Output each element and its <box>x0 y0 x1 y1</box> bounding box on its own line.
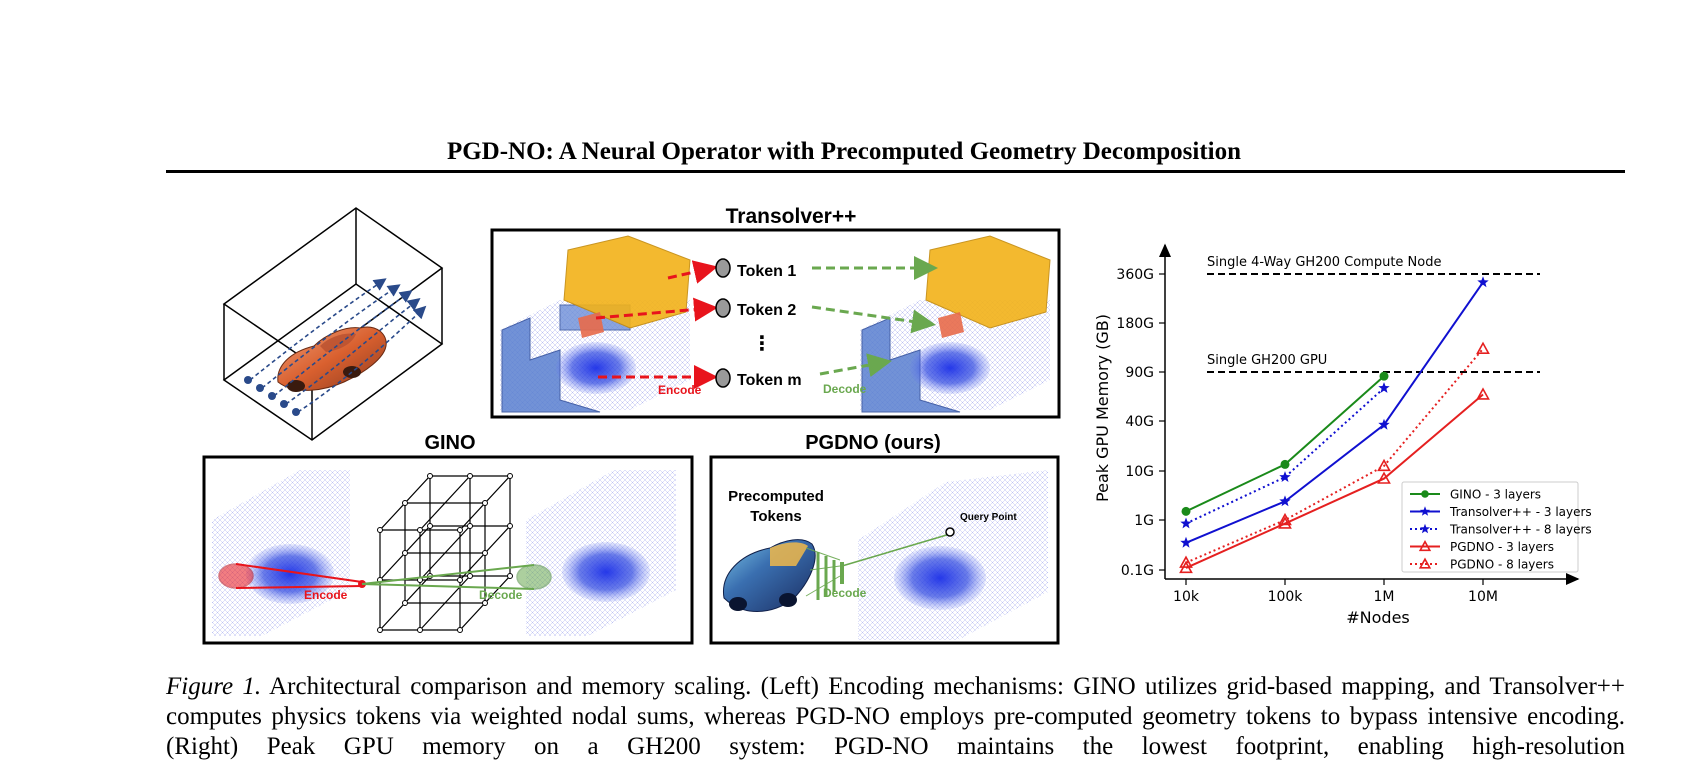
pgdno-panel: PGDNO (ours) Precomputed Tokens Query Po… <box>709 432 1060 645</box>
legend-label: PGDNO - 8 layers <box>1450 558 1554 572</box>
data-point <box>1180 536 1192 548</box>
data-point <box>1420 506 1430 516</box>
y-tick-label: 360G <box>1116 267 1154 283</box>
precomputed-label-line2: Tokens <box>750 508 801 525</box>
y-ticks: 0.1G 1G 10G 40G 90G 180G 360G <box>1116 267 1165 579</box>
series-line <box>1180 382 1390 529</box>
pgdno-output-mesh <box>858 470 1048 640</box>
series-path <box>1185 387 1385 525</box>
data-point <box>1279 471 1291 482</box>
y-tick-label: 1G <box>1134 513 1154 529</box>
data-point <box>1279 495 1291 507</box>
data-point <box>1278 516 1292 529</box>
token-2-marker <box>715 298 731 318</box>
transolver-encode-label: Encode <box>658 383 702 397</box>
query-point-marker <box>945 527 955 537</box>
data-point <box>1179 555 1193 568</box>
y-axis-label: Peak GPU Memory (GB) <box>1093 314 1112 502</box>
gino-input-mesh <box>212 470 350 636</box>
series-path <box>1185 393 1484 569</box>
token-2-label: Token 2 <box>737 302 796 319</box>
legend-label: GINO - 3 layers <box>1450 488 1541 502</box>
y-tick-label: 180G <box>1116 316 1154 332</box>
data-point <box>1476 341 1490 354</box>
gino-encode-label: Encode <box>304 588 348 602</box>
x-ticks: 10k 100k 1M 10M <box>1173 579 1498 605</box>
token-1-label: Token 1 <box>737 263 796 280</box>
caption-text: Architectural comparison and memory scal… <box>166 673 1625 760</box>
caption-label: Figure 1. <box>166 673 262 700</box>
token-m-label: Token m <box>737 372 802 389</box>
transolver-decode-label: Decode <box>823 382 867 396</box>
y-tick-label: 0.1G <box>1121 563 1154 579</box>
running-title: PGD-NO: A Neural Operator with Precomput… <box>446 138 1242 165</box>
memory-scaling-chart: 10k 100k 1M 10M 0.1G 1G 10G 40G 90G 180G 360G Sin… <box>1093 243 1592 627</box>
transolver-title: Transolver++ <box>726 205 857 228</box>
token-m-marker <box>715 368 731 388</box>
precomputed-label-line1: Precomputed <box>728 488 824 505</box>
pgdno-car-tokens <box>723 539 816 612</box>
token-list: Token 1 Token 2 ⋮ Token m <box>715 258 802 389</box>
gino-title: GINO <box>424 432 475 454</box>
data-point <box>1280 459 1290 469</box>
data-point <box>1421 490 1429 498</box>
gino-decode-label: Decode <box>479 588 523 602</box>
pgdno-decode-label: Decode <box>823 586 867 600</box>
data-point <box>1377 471 1391 484</box>
token-ellipsis: ⋮ <box>752 333 772 355</box>
data-point <box>1180 517 1192 529</box>
transolver-input-mesh <box>500 235 691 413</box>
x-tick-label: 10M <box>1468 589 1498 605</box>
figure-caption: Figure 1. Architectural comparison and m… <box>166 672 1625 762</box>
data-point <box>1418 540 1432 552</box>
y-tick-label: 10G <box>1125 464 1154 480</box>
streamlines <box>249 278 427 413</box>
data-point <box>1181 506 1191 516</box>
transolver-panel: Transolver++ <box>490 205 1061 419</box>
reference-line-label: Single 4-Way GH200 Compute Node <box>1207 255 1441 270</box>
header-rule <box>166 170 1625 173</box>
pgdno-title: PGDNO (ours) <box>805 432 941 454</box>
series-group <box>1179 276 1490 574</box>
x-tick-label: 10k <box>1173 589 1200 605</box>
gino-output-mesh <box>526 470 676 636</box>
transolver-output-mesh <box>860 235 1051 413</box>
data-point <box>1278 512 1292 526</box>
x-tick-label: 1M <box>1374 589 1395 605</box>
series-line <box>1180 276 1489 548</box>
series-path <box>1185 281 1484 544</box>
series-line <box>1181 371 1389 516</box>
legend-label: Transolver++ - 3 layers <box>1449 505 1592 519</box>
series-line <box>1179 341 1490 568</box>
y-tick-label: 40G <box>1125 414 1154 430</box>
reference-line-label: Single GH200 GPU <box>1207 353 1327 368</box>
wind-tunnel-illustration <box>222 207 444 441</box>
car-model <box>277 326 387 392</box>
data-point <box>1476 387 1490 400</box>
data-point <box>1378 418 1390 430</box>
token-1-marker <box>715 258 731 278</box>
data-point <box>1379 371 1389 381</box>
x-axis-label: #Nodes <box>1346 608 1410 627</box>
data-point <box>1420 523 1430 534</box>
query-point-label: Query Point <box>960 512 1017 523</box>
x-tick-label: 100k <box>1268 589 1304 605</box>
data-point <box>1418 557 1432 569</box>
data-point <box>1477 276 1489 288</box>
y-tick-label: 90G <box>1125 365 1154 381</box>
data-point <box>1377 458 1391 472</box>
legend-label: Transolver++ - 8 layers <box>1449 523 1592 537</box>
legend-label: PGDNO - 3 layers <box>1450 540 1554 554</box>
data-point <box>1378 382 1390 393</box>
gino-panel: GINO <box>202 432 694 645</box>
